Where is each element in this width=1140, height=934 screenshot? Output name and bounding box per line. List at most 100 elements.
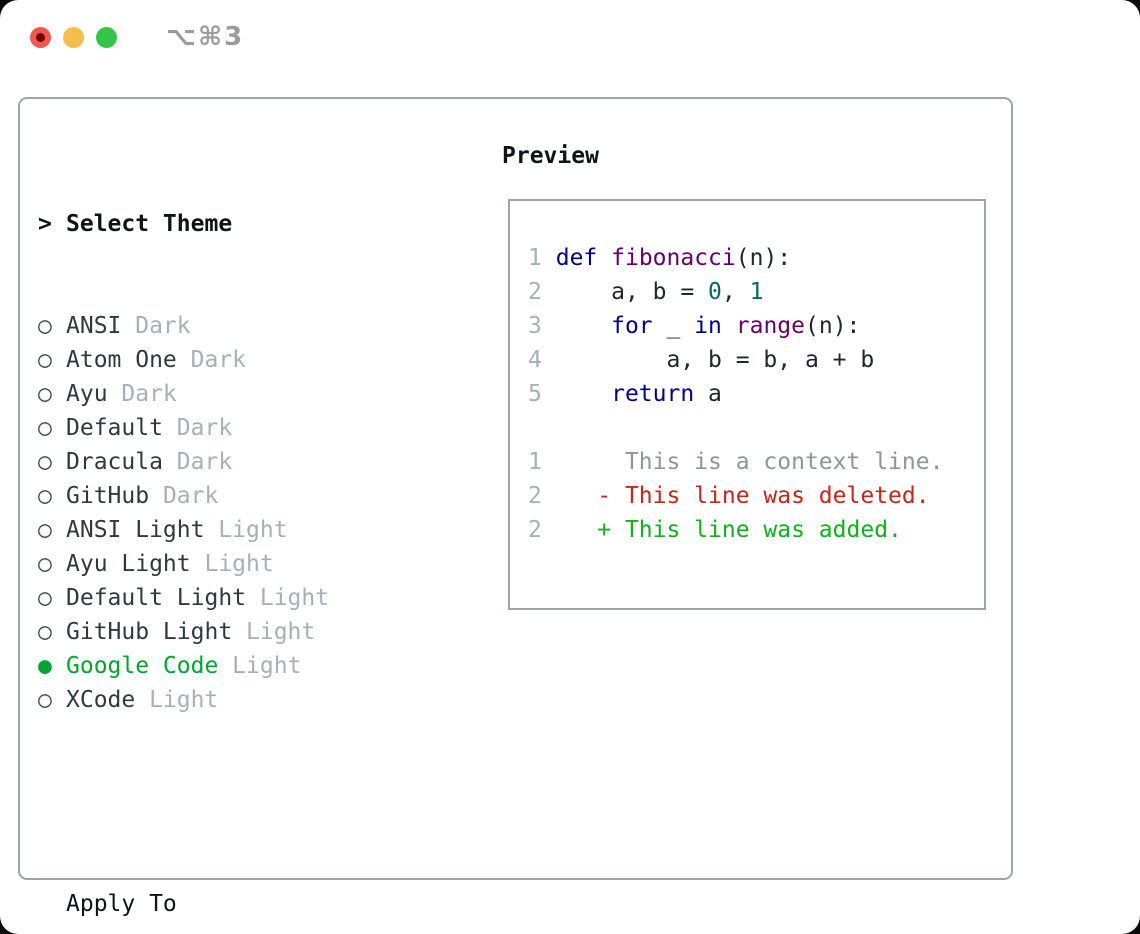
window-shortcut-label: ⌥⌘3 — [166, 22, 245, 52]
preview-pane — [508, 199, 986, 610]
spacer — [38, 785, 426, 819]
code-segment: for — [611, 313, 653, 339]
radio-icon: ○ — [38, 449, 52, 475]
code-line: 2 a, b = 0, 1 — [528, 275, 943, 309]
variant-label: Dark — [176, 347, 247, 373]
option-label: GitHub — [66, 483, 150, 509]
code-line: 3 for _ in range(n): — [528, 309, 943, 343]
radio-icon: ○ — [38, 347, 52, 373]
radio-icon: ○ — [38, 483, 52, 509]
theme-option[interactable]: ● Google Code Light — [38, 649, 426, 683]
theme-option[interactable]: ○ Default Dark — [38, 411, 426, 445]
code-line: 2 + This line was added. — [528, 513, 943, 547]
radio-icon: ○ — [38, 585, 52, 611]
radio-icon: ○ — [38, 551, 52, 577]
theme-option[interactable]: ○ XCode Light — [38, 683, 426, 717]
code-segment: def — [555, 245, 598, 271]
title-bar: ⌥⌘3 — [0, 0, 1140, 75]
code-segment: a, b = — [541, 279, 709, 305]
theme-option[interactable]: ○ Ayu Light Light — [38, 547, 426, 581]
variant-label: Light — [232, 619, 316, 645]
theme-option[interactable]: ○ Atom One Dark — [38, 343, 426, 377]
variant-label: Light — [135, 687, 219, 713]
line-number: 1 — [528, 245, 542, 271]
code-segment: a — [694, 381, 722, 407]
option-label: Ayu — [66, 381, 108, 407]
variant-label: Dark — [162, 415, 233, 441]
code-segment: in — [694, 313, 722, 339]
theme-option[interactable]: ○ ANSI Light Light — [38, 513, 426, 547]
line-number: 2 — [528, 517, 542, 543]
radio-icon: ○ — [38, 619, 52, 645]
line-number: 1 — [528, 449, 542, 475]
theme-list: ○ ANSI Dark ○ Atom One Dark ○ Ayu Dark ○ Defaul… — [38, 309, 426, 717]
preview-title: Preview — [502, 143, 599, 169]
code-segment: a, b = b, a + b — [541, 347, 875, 373]
theme-option[interactable]: ○Ayu Dark — [38, 377, 426, 411]
code-segment: - This line was deleted. — [541, 483, 930, 509]
zoom-button[interactable] — [96, 27, 117, 48]
code-segment: 1 — [749, 279, 764, 305]
theme-selector-panel: > Select Theme ○ ANSI Dark ○ Atom One Dark ○ A… — [38, 139, 426, 934]
code-line: 1 def fibonacci(n): — [528, 241, 943, 275]
variant-label: Light — [246, 585, 330, 611]
theme-option[interactable]: ○GitHub Light Light — [38, 615, 426, 649]
apply-to-title: Apply To — [66, 891, 177, 917]
variant-label: Dark — [162, 449, 233, 475]
select-theme-title: Select Theme — [66, 211, 233, 237]
option-label: Ayu Light — [66, 551, 191, 577]
close-button[interactable] — [30, 27, 51, 48]
code-line — [528, 411, 943, 445]
prompt-caret-icon: > — [38, 211, 52, 237]
option-label: XCode — [66, 687, 136, 713]
variant-label: Light — [218, 653, 302, 679]
code-segment: This is a context line. — [541, 449, 944, 475]
variant-label: Dark — [149, 483, 219, 509]
code-segment — [542, 313, 611, 339]
code-segment — [542, 381, 611, 407]
variant-label: Dark — [121, 313, 191, 339]
theme-option[interactable]: ○Dracula Dark — [38, 445, 426, 479]
code-segment: _ — [652, 313, 695, 339]
option-label: Default Light — [66, 585, 247, 611]
radio-icon: ○ — [38, 381, 52, 407]
line-number: 2 — [528, 483, 542, 509]
option-label: Google Code — [66, 653, 219, 679]
option-label: ANSI Light — [66, 517, 205, 543]
code-segment — [542, 245, 556, 271]
option-label: Atom One — [66, 347, 177, 373]
option-label: ANSI — [66, 313, 122, 339]
variant-label: Light — [190, 551, 274, 577]
code-segment: 0 — [708, 279, 722, 305]
radio-icon: ○ — [38, 313, 52, 339]
code-segment: range — [735, 313, 806, 339]
code-segment: return — [611, 381, 695, 407]
radio-selected-icon: ● — [38, 653, 52, 679]
line-number: 4 — [528, 347, 542, 373]
code-segment — [597, 245, 611, 271]
code-line: 2 - This line was deleted. — [528, 479, 943, 513]
theme-option[interactable]: ○ GitHub Dark — [38, 479, 426, 513]
apply-to-header: Apply To — [38, 887, 426, 921]
code-segment: , — [721, 279, 750, 305]
radio-icon: ○ — [38, 517, 52, 543]
minimize-button[interactable] — [63, 27, 84, 48]
line-number: 5 — [528, 381, 542, 407]
select-theme-header: > Select Theme — [38, 207, 426, 241]
code-line: 5 return a — [528, 377, 943, 411]
code-segment: fibonacci — [611, 245, 736, 271]
unsaved-changes-dot-icon — [36, 33, 45, 42]
radio-icon: ○ — [38, 415, 52, 441]
option-label: Default — [66, 415, 163, 441]
theme-option[interactable]: ○ ANSI Dark — [38, 309, 426, 343]
code-line: 1 This is a context line. — [528, 445, 943, 479]
code-segment: (n): — [805, 313, 861, 339]
theme-option[interactable]: ○ Default Light Light — [38, 581, 426, 615]
radio-icon: ○ — [38, 687, 52, 713]
variant-label: Light — [204, 517, 288, 543]
code-line: 4 a, b = b, a + b — [528, 343, 943, 377]
line-number: 2 — [528, 279, 542, 305]
code-segment: (n): — [735, 245, 792, 271]
